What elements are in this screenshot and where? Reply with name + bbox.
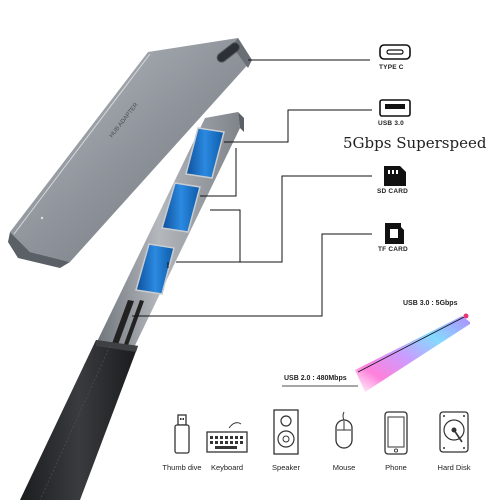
device-label-mouse: Mouse	[332, 463, 356, 472]
hard-disk-icon	[439, 411, 469, 453]
device-label-thumb-drive: Thumb dive	[162, 463, 202, 472]
mouse-icon	[335, 411, 353, 449]
type-c-port	[216, 42, 241, 63]
speaker-icon	[273, 409, 299, 455]
callout-lines	[132, 59, 372, 317]
phone-icon	[384, 411, 408, 455]
usb2-speed-label: USB 2.0 : 480Mbps	[284, 375, 347, 382]
device-label-keyboard: Keyboard	[210, 463, 244, 472]
tf-card-icon	[385, 223, 404, 244]
superspeed-caption: 5Gbps Superspeed	[343, 134, 487, 152]
sd-card-icon	[384, 166, 406, 186]
usb3-speed-label: USB 3.0 : 5Gbps	[403, 300, 458, 307]
tf-card-label: TF CARD	[378, 246, 408, 253]
usb3-icon	[379, 99, 411, 117]
device-label-speaker: Speaker	[272, 463, 300, 472]
leather-sleeve	[20, 340, 138, 500]
device-label-hard-disk: Hard Disk	[437, 463, 471, 472]
type-c-label: TYPE C	[379, 64, 404, 71]
type-c-icon	[379, 44, 411, 60]
usb3-label: USB 3.0	[378, 120, 404, 127]
device-label-phone: Phone	[385, 463, 407, 472]
sd-card-label: SD CARD	[377, 188, 409, 195]
usb-drive-icon	[174, 414, 190, 454]
sd-slot	[110, 300, 134, 350]
keyboard-icon	[206, 422, 248, 453]
tf-slot	[123, 300, 144, 348]
usb-ports	[135, 127, 225, 295]
speed-ramp	[355, 316, 470, 392]
